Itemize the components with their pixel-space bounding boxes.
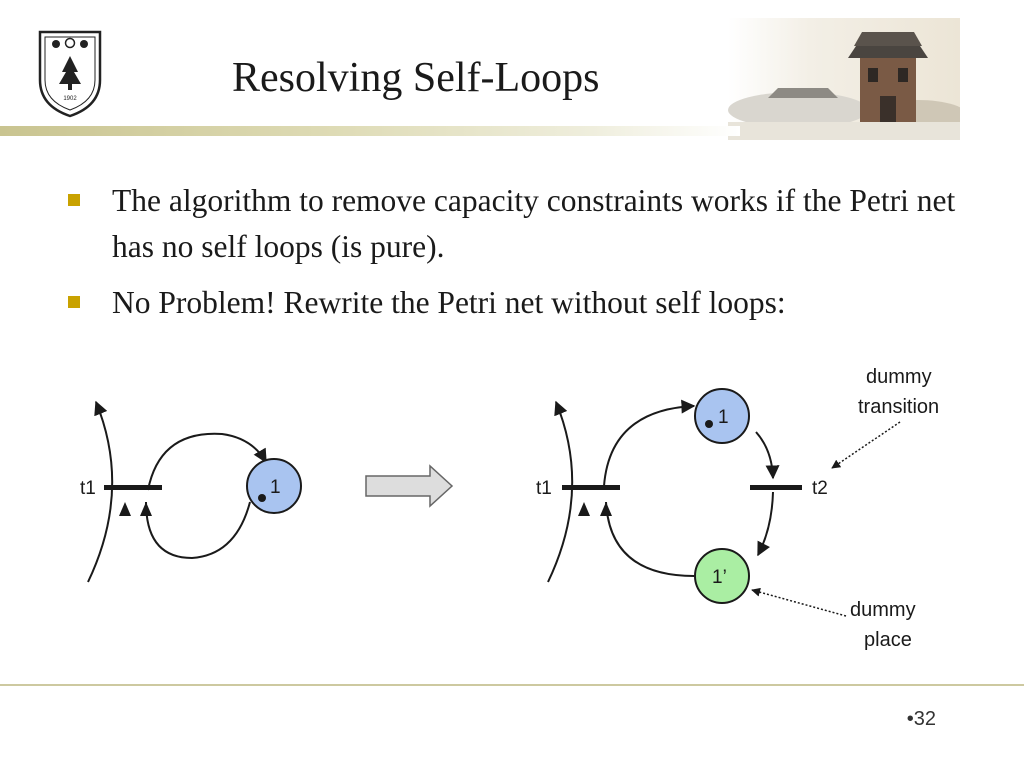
bullet-text: The algorithm to remove capacity constra…: [112, 183, 956, 264]
left-petri-net: t1 1: [80, 400, 302, 583]
slide-title: Resolving Self-Loops: [232, 55, 600, 101]
bullet-square-icon: [68, 194, 80, 206]
page-number: •32: [906, 708, 936, 730]
left-place-label: 1: [270, 477, 281, 498]
header-rule: [0, 126, 740, 136]
left-transition-label: t1: [80, 478, 96, 499]
campus-tower-photo: [728, 18, 960, 140]
left-transition-t1: [104, 485, 162, 490]
footer-rule: [0, 684, 1024, 686]
right-petri-net: t1 1 t2 1’ dummy transition dummy place: [536, 366, 939, 651]
right-arrowhead: [600, 502, 612, 516]
bullet-item: No Problem! Rewrite the Petri net withou…: [62, 280, 992, 326]
right-place-1prime: [694, 548, 750, 604]
bullet-square-icon: [68, 296, 80, 308]
left-output-arc: [147, 432, 267, 491]
annotation-dummy-transition-line2: transition: [858, 396, 939, 418]
right-place-1: [694, 388, 750, 444]
right-token: [705, 420, 713, 428]
left-token: [258, 494, 266, 502]
right-place-1-label: 1: [718, 407, 729, 428]
bullet-list: The algorithm to remove capacity constra…: [62, 178, 992, 336]
left-arrowhead: [140, 502, 152, 516]
right-t2-to-place1p-arc: [757, 491, 774, 557]
annotation-dummy-transition-line1: dummy: [866, 366, 932, 388]
right-place1-to-t2-arc: [755, 431, 780, 480]
annotation-transition-pointer: [831, 421, 901, 469]
petri-net-diagram: t1 1 t1 1 t2 1’ dummy transition dummy p…: [80, 366, 939, 651]
logo-year: 1902: [63, 96, 77, 102]
left-t1-input-arc: [87, 400, 114, 583]
bullet-item: The algorithm to remove capacity constra…: [62, 178, 992, 270]
annotation-dummy-place-line2: place: [864, 629, 912, 651]
annotation-place-pointer: [751, 587, 847, 617]
right-place-1prime-label: 1’: [712, 567, 727, 588]
right-return-arc: [605, 501, 695, 577]
university-logo: 1902: [38, 30, 102, 118]
right-transition-t1: [562, 485, 620, 490]
transform-arrow-icon: [365, 464, 454, 508]
right-arrowhead: [578, 502, 590, 516]
right-transition-t2-label: t2: [812, 478, 828, 499]
annotation-dummy-place-line1: dummy: [850, 599, 916, 621]
right-transition-t1-label: t1: [536, 478, 552, 499]
right-transition-t2: [750, 485, 802, 490]
bullet-text: No Problem! Rewrite the Petri net withou…: [112, 285, 786, 320]
right-t1-input-arc: [547, 400, 574, 583]
left-return-arc: [145, 501, 251, 560]
left-arrowhead: [119, 502, 131, 516]
right-t1-output-arc: [603, 399, 696, 487]
